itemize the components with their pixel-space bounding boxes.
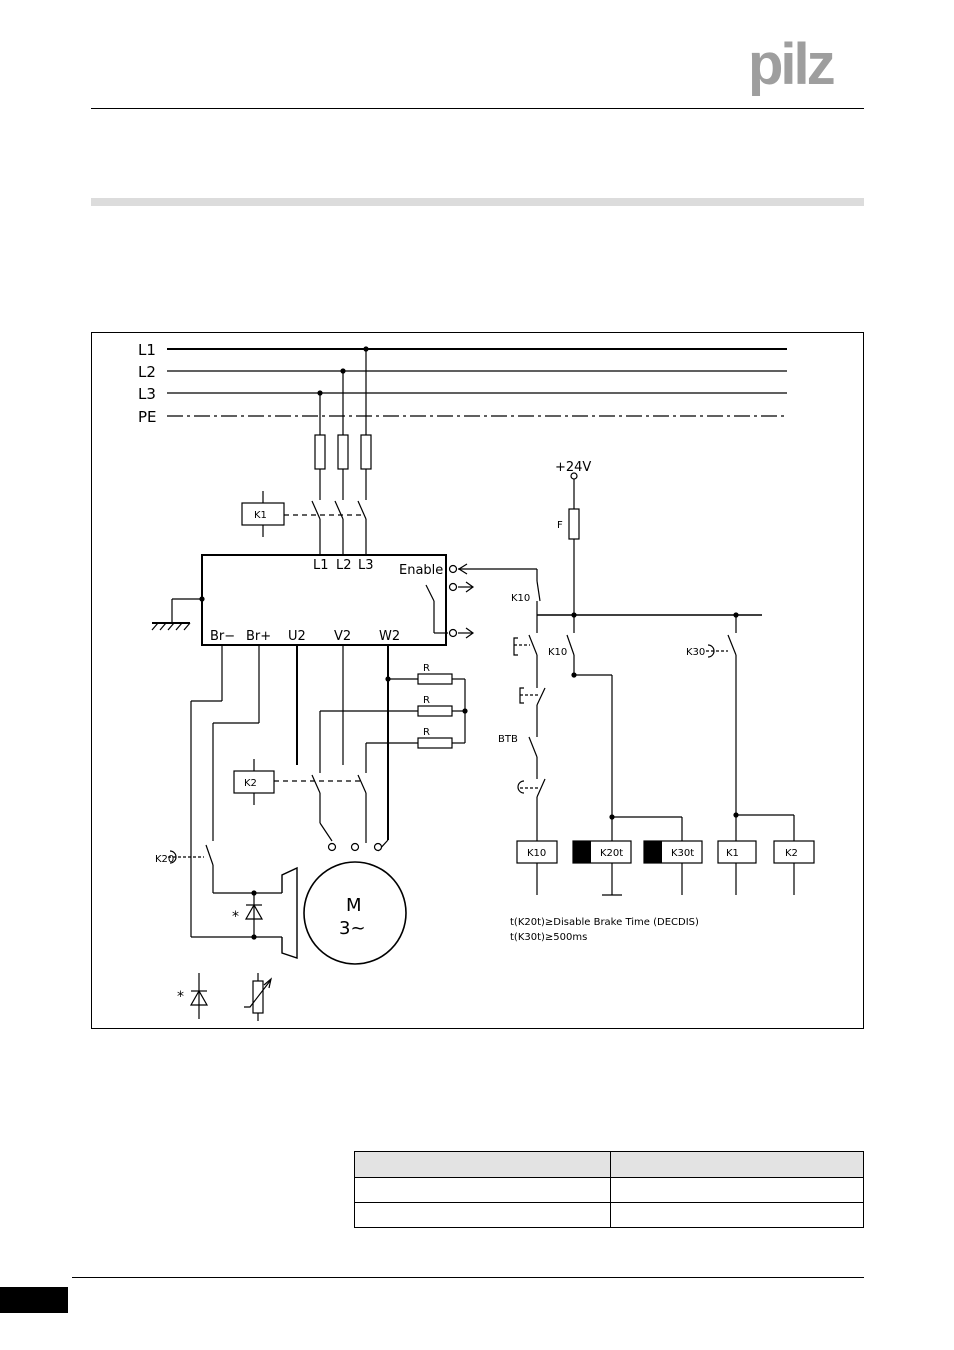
brand-name: pilz <box>748 40 834 96</box>
enable-label: Enable <box>399 563 443 578</box>
resistor-label-3: R <box>423 727 430 738</box>
table-row <box>354 1177 864 1203</box>
line-label-l2: L2 <box>138 363 156 381</box>
line-label-pe: PE <box>138 408 157 426</box>
diode-marker-motor: * <box>232 909 239 925</box>
table-row <box>354 1202 864 1228</box>
table-cell <box>610 1177 864 1203</box>
line-label-l3: L3 <box>138 385 156 403</box>
data-table <box>354 1151 864 1228</box>
drive-terminal-w2: W2 <box>379 629 400 644</box>
k20-contact-label: K20 <box>155 854 174 865</box>
k2-coil-label: K2 <box>244 778 257 789</box>
coil-k1-label: K1 <box>726 848 739 859</box>
drive-terminal-u2: U2 <box>288 629 306 644</box>
line-label-l1: L1 <box>138 341 156 359</box>
drive-terminal-br-plus: Br+ <box>246 629 271 644</box>
drive-terminal-l2: L2 <box>336 558 352 573</box>
drive-terminal-v2: V2 <box>334 629 351 644</box>
table-cell <box>610 1202 864 1228</box>
footer-rule <box>72 1277 864 1278</box>
supply-label: +24V <box>555 460 591 475</box>
btb-label: BTB <box>498 734 518 745</box>
pilz-logo: pilz <box>748 40 837 96</box>
timing-note-k30t: t(K30t)≥500ms <box>510 932 587 943</box>
drive-terminal-br-minus: Br− <box>210 629 235 644</box>
header-rule <box>91 108 864 109</box>
k10-contact-label-lower: K10 <box>548 647 567 658</box>
motor-symbol: M <box>346 895 362 916</box>
k1-coil-label: K1 <box>254 510 267 521</box>
table-header-cell <box>610 1151 864 1178</box>
motor-phase: 3~ <box>339 918 366 939</box>
table-header-row <box>354 1151 864 1178</box>
table-cell <box>354 1177 611 1203</box>
coil-k2-label: K2 <box>785 848 798 859</box>
drive-terminal-l1: L1 <box>313 558 329 573</box>
section-bar <box>91 198 864 206</box>
resistor-label-2: R <box>423 695 430 706</box>
coil-k20t-label: K20t <box>600 848 623 859</box>
resistor-label-1: R <box>423 663 430 674</box>
wiring-diagram: L1 L2 L3 PE +24V F K1 L1 L2 L3 Enable Br… <box>91 332 864 1029</box>
k10-contact-label-upper: K10 <box>511 593 530 604</box>
fuse-label: F <box>557 520 563 531</box>
timing-note-k20t: t(K20t)≥Disable Brake Time (DECDIS) <box>510 917 699 928</box>
page-number-tab <box>0 1287 68 1313</box>
coil-k10-label: K10 <box>527 848 546 859</box>
coil-k30t-label: K30t <box>671 848 694 859</box>
table-cell <box>354 1202 611 1228</box>
diode-marker-legend: * <box>177 989 184 1005</box>
k30-contact-label: K30 <box>686 647 705 658</box>
drive-terminal-l3: L3 <box>358 558 374 573</box>
table-header-cell <box>354 1151 611 1178</box>
